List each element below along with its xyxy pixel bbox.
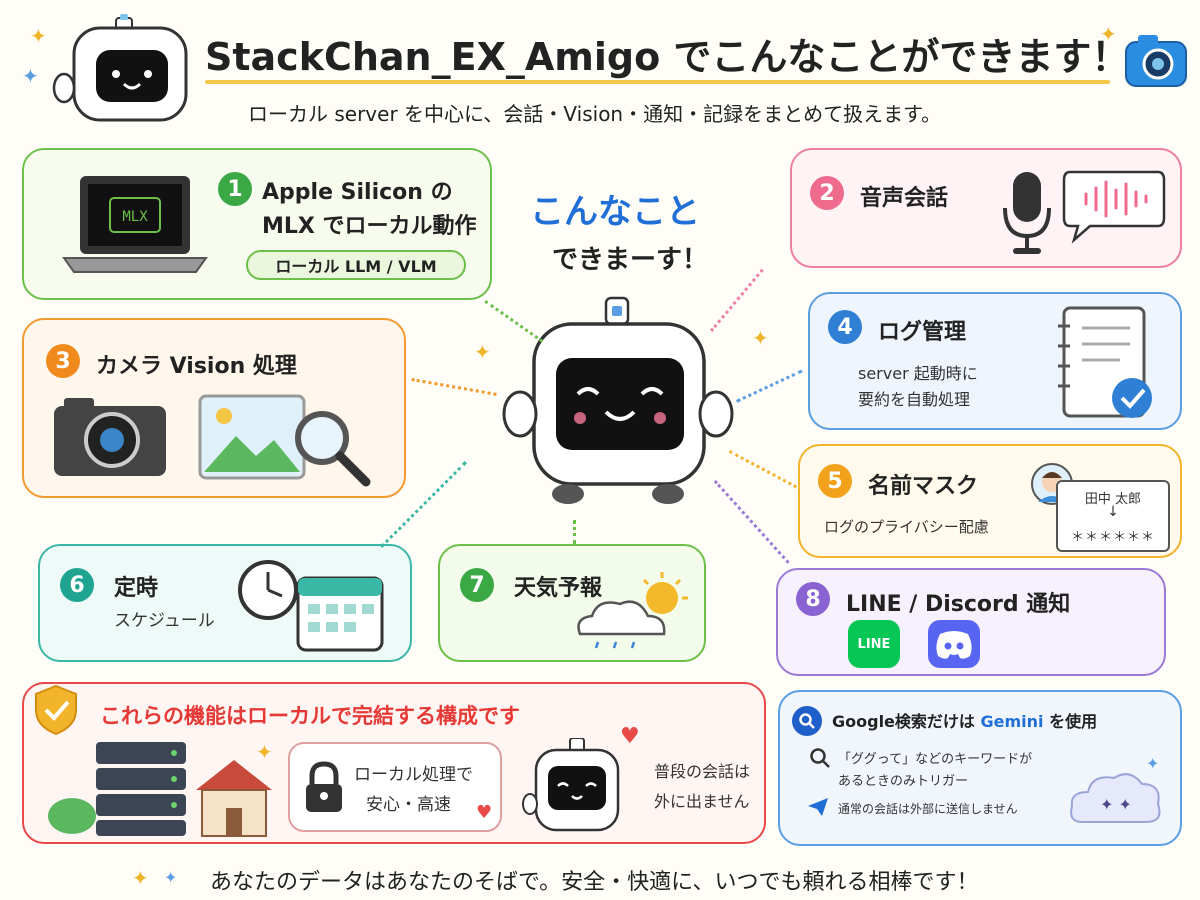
feature-number: 1 xyxy=(218,172,252,206)
title-underline xyxy=(205,80,1110,84)
heart-icon: ♥ xyxy=(476,802,493,823)
laptop-screen-label: MLX xyxy=(122,209,148,225)
weather-sun-cloud-icon xyxy=(568,568,698,662)
connector-line xyxy=(736,369,803,403)
cloud-sparkle-icon: ✦ ✦ xyxy=(1066,764,1166,838)
private-talk-line1: 普段の会話は xyxy=(654,762,751,781)
feature-number: 8 xyxy=(796,582,830,616)
robot-mascot-small xyxy=(52,14,202,126)
feature-number: 5 xyxy=(818,464,852,498)
search-icon xyxy=(792,706,822,736)
sparkle-icon: ✦ xyxy=(1146,754,1160,773)
feature-number: 4 xyxy=(828,310,862,344)
sparkle-icon: ✦ xyxy=(132,866,149,890)
feature-number: 7 xyxy=(460,568,494,602)
private-talk-line2: 外に出ません xyxy=(654,792,750,811)
feature-title: Apple Silicon の xyxy=(262,180,453,205)
sparkle-icon: ✦ xyxy=(30,24,47,48)
local-secure-bubble: ローカル処理で 安心・高速 ♥ xyxy=(288,742,502,832)
feature-description: 要約を自動処理 xyxy=(858,390,971,409)
image-search-icon xyxy=(194,392,394,496)
discord-logo-icon xyxy=(928,620,980,668)
svg-text:✦ ✦: ✦ ✦ xyxy=(1100,795,1132,814)
gemini-label: Gemini xyxy=(980,712,1044,731)
sparkle-icon: ✦ xyxy=(164,868,178,887)
feature-card-voice: 2 音声会話 xyxy=(790,148,1182,268)
trigger-line1: 「ググって」などのキーワードが xyxy=(838,752,1033,767)
feature-description: ログのプライバシー配慮 xyxy=(824,518,989,536)
heart-icon: ♥ xyxy=(620,724,640,749)
feature-title: 定時 xyxy=(114,576,159,601)
local-secure-line1: ローカル処理で xyxy=(354,765,473,785)
sparkle-icon: ✦ xyxy=(256,740,273,764)
shield-check-icon xyxy=(30,682,82,742)
sparkle-icon: ✦ xyxy=(752,326,769,350)
notebook-check-icon xyxy=(1050,302,1170,430)
feature-card-vision: 3 カメラ Vision 処理 xyxy=(22,318,406,498)
arrow-down-icon: ↓ xyxy=(1107,504,1119,520)
feature-number: 2 xyxy=(810,176,844,210)
local-processing-panel: これらの機能はローカルで完結する構成です ローカル処理で 安心・高速 ♥ xyxy=(22,682,766,844)
feature-description: server 起動時に xyxy=(858,364,978,383)
center-bubble-line2: できまーす！ xyxy=(552,245,709,275)
feature-number: 6 xyxy=(60,568,94,602)
trigger-line2: あるときのみトリガー xyxy=(838,774,969,789)
clock-calendar-icon xyxy=(232,556,392,660)
local-secure-line2: 安心・高速 xyxy=(366,795,451,815)
speech-bubble-soundwave-icon xyxy=(1060,164,1168,248)
laptop-icon: MLX xyxy=(60,170,210,286)
connector-line xyxy=(411,378,497,396)
connector-line xyxy=(573,520,576,544)
feature-description: スケジュール xyxy=(114,611,215,631)
robot-mascot-mini xyxy=(522,737,632,842)
feature-number: 3 xyxy=(46,344,80,378)
feature-title: MLX でローカル動作 xyxy=(262,214,477,239)
feature-card-log: 4 ログ管理 server 起動時に 要約を自動処理 xyxy=(808,292,1182,430)
feature-card-weather: 7 天気予報 xyxy=(438,544,706,662)
connector-line xyxy=(728,450,798,489)
google-search-panel: Google検索だけは Gemini を使用 「ググって」などのキーワードが あ… xyxy=(778,690,1182,846)
feature-title: 名前マスク xyxy=(868,474,979,499)
center-bubble-line1: こんなこと xyxy=(530,192,700,232)
local-panel-heading: これらの機能はローカルで完結する構成です xyxy=(100,704,520,728)
sparkle-icon: ✦ xyxy=(474,340,491,364)
sparkle-icon: ✦ xyxy=(1100,22,1117,46)
server-house-icon xyxy=(46,736,276,844)
feature-card-notify: 8 LINE / Discord 通知 LINE xyxy=(776,568,1166,676)
external-send-note: 通常の会話は外部に送信しません xyxy=(838,802,1018,816)
footer-message: あなたのデータはあなたのそばで。安全・快適に、いつでも頼れる相棒です！ xyxy=(210,870,979,895)
page-subtitle: ローカル server を中心に、会話・Vision・通知・記録をまとめて扱えま… xyxy=(248,102,942,126)
masked-name-after: ＊＊＊＊＊＊ xyxy=(1070,530,1155,545)
camera-icon xyxy=(1122,30,1192,94)
connector-line xyxy=(713,480,790,564)
feature-title: カメラ Vision 処理 xyxy=(96,354,297,379)
feature-card-schedule: 6 定時 スケジュール xyxy=(38,544,412,662)
feature-badge: ローカル LLM / VLM xyxy=(246,250,466,280)
feature-title: LINE / Discord 通知 xyxy=(846,592,1071,617)
line-logo-label: LINE xyxy=(857,636,891,652)
send-icon xyxy=(806,796,830,822)
sparkle-icon: ✦ xyxy=(22,64,39,88)
feature-title: 天気予報 xyxy=(514,576,603,601)
google-heading-prefix: Google検索だけは xyxy=(832,712,975,731)
name-mask-card: 田中 太郎 ↓ ＊＊＊＊＊＊ xyxy=(1056,480,1170,552)
feature-title: ログ管理 xyxy=(878,320,967,345)
center-speech-bubble: こんなこと できまーす！ xyxy=(522,184,742,275)
magnifier-icon xyxy=(808,746,832,774)
line-logo-icon: LINE xyxy=(848,620,900,668)
page-title: StackChan_EX_Amigo でこんなことができます！ xyxy=(205,35,1130,79)
lock-icon xyxy=(302,758,346,820)
feature-card-mlx: MLX 1 Apple Silicon の MLX でローカル動作 ローカル L… xyxy=(22,148,492,300)
feature-card-name-mask: 5 名前マスク ログのプライバシー配慮 田中 太郎 ↓ ＊＊＊＊＊＊ xyxy=(798,444,1182,558)
camera-icon xyxy=(50,394,170,484)
google-panel-heading: Google検索だけは Gemini を使用 xyxy=(832,708,1097,732)
robot-mascot-center xyxy=(498,294,738,518)
feature-badge-label: ローカル LLM / VLM xyxy=(275,257,437,276)
masked-name-before: 田中 太郎 xyxy=(1084,492,1142,507)
microphone-icon xyxy=(997,168,1057,264)
google-heading-suffix: を使用 xyxy=(1049,712,1098,731)
feature-title: 音声会話 xyxy=(860,186,949,211)
